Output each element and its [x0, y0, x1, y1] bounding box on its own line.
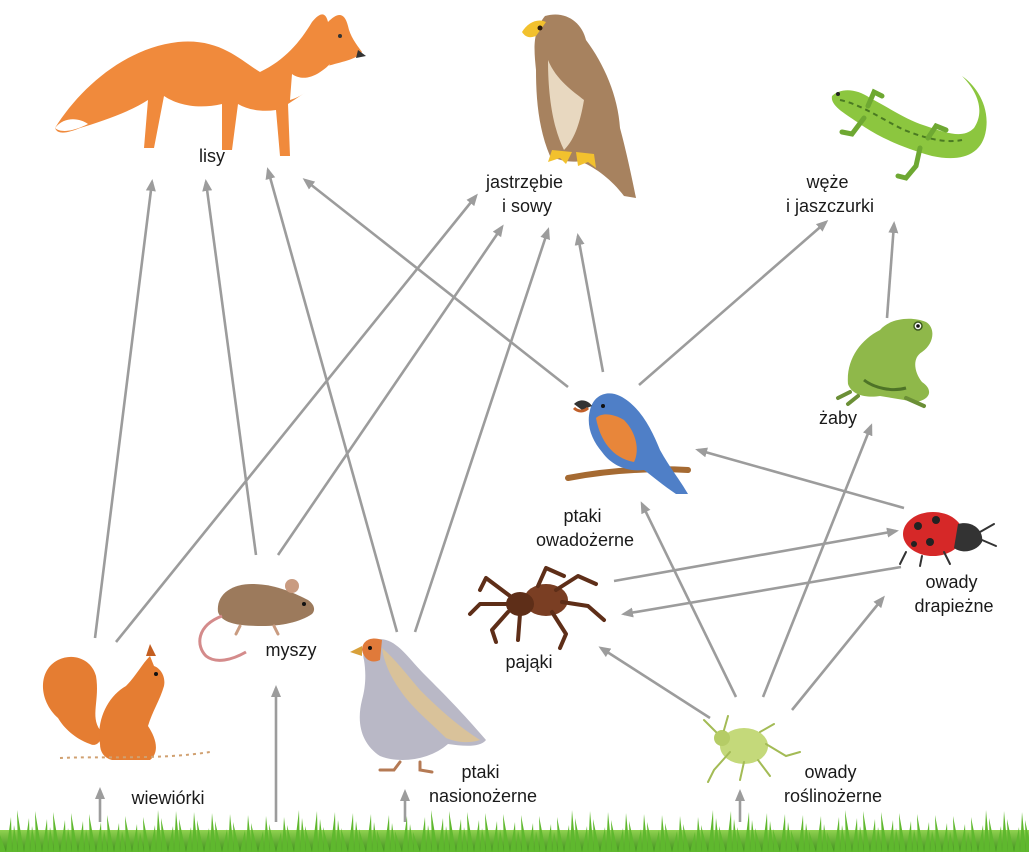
arrow-squirrel-to-fox — [95, 182, 152, 638]
arrow-bird-to-hawk — [578, 236, 603, 372]
partridge-icon — [350, 638, 486, 772]
arrow-ladybug-to-spider — [624, 567, 901, 614]
arrow-mouse-to-hawk — [278, 227, 502, 555]
insectivorous-bird-icon — [568, 393, 688, 494]
fox-icon — [55, 14, 366, 156]
hawk-icon — [522, 14, 636, 198]
bird-label-line1: ptaki — [563, 506, 601, 526]
aphid-label-line1: owady — [804, 762, 856, 782]
bird-label: ptaki owadożerne — [536, 506, 634, 550]
ladybug-label-line2: drapieżne — [914, 596, 993, 616]
lizard-label-line2: i jaszczurki — [786, 196, 874, 216]
ladybug-label: owady drapieżne — [914, 572, 993, 616]
lizard-icon — [832, 76, 987, 178]
arrow-partridge-to-fox — [268, 170, 397, 632]
hawk-label-line2: i sowy — [502, 196, 552, 216]
hawk-label-line1: jastrzębie — [485, 172, 563, 192]
spider-label: pająki — [505, 652, 552, 672]
spider-icon — [470, 568, 604, 648]
partridge-label-line1: ptaki — [461, 762, 499, 782]
aphid-label: owady roślinożerne — [784, 762, 882, 806]
frog-icon — [838, 319, 932, 406]
frog-label: żaby — [819, 408, 857, 428]
mouse-label: myszy — [266, 640, 317, 660]
feeding-arrows — [95, 170, 904, 822]
partridge-label-line2: nasionożerne — [429, 786, 537, 806]
hawk-label: jastrzębie i sowy — [485, 172, 568, 216]
arrow-partridge-to-hawk — [415, 230, 548, 632]
fox-label: lisy — [199, 146, 225, 166]
lizard-label-line1: węże — [805, 172, 848, 192]
arrow-aphid-to-frog — [763, 426, 871, 697]
arrow-spider-to-ladybug — [614, 531, 896, 581]
partridge-label: ptaki nasionożerne — [429, 762, 537, 806]
arrow-aphid-to-ladybug — [792, 598, 883, 710]
arrow-aphid-to-spider — [601, 648, 710, 718]
ladybug-label-line1: owady — [925, 572, 977, 592]
bird-label-line2: owadożerne — [536, 530, 634, 550]
grass-icon — [0, 810, 1029, 852]
lizard-label: węże i jaszczurki — [786, 172, 874, 216]
arrow-aphid-to-bird — [642, 504, 736, 697]
arrow-squirrel-to-hawk — [116, 196, 476, 642]
aphid-label-line2: roślinożerne — [784, 786, 882, 806]
squirrel-icon — [43, 644, 210, 760]
ladybug-icon — [900, 512, 996, 566]
aphid-icon — [704, 716, 800, 782]
arrow-frog-to-lizard — [887, 224, 894, 318]
arrow-ladybug-to-bird — [698, 450, 904, 508]
arrow-bird-to-lizard — [639, 222, 826, 385]
squirrel-label: wiewiórki — [130, 788, 204, 808]
